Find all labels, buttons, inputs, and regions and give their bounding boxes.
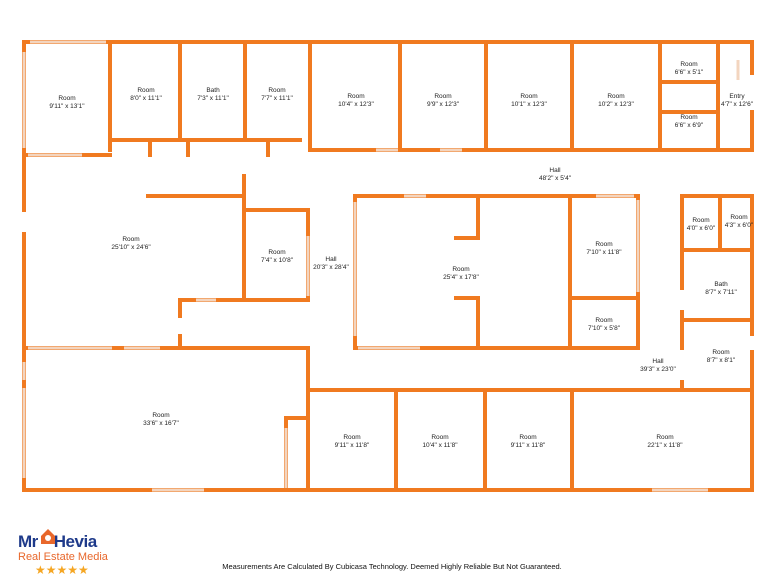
room-name: Room [58,95,76,102]
logo-name: Mr Hevia [18,532,97,552]
room-dims: 9'11" x 11'8" [510,442,546,449]
room-name: Bath [714,281,728,288]
room-name: Room [712,349,730,356]
room-name: Room [343,434,361,441]
room-name: Room [520,93,538,100]
room-name: Room [680,61,698,68]
room-dims: 33'6" x 16'7" [143,420,179,427]
room-name: Room [431,434,449,441]
room-dims: 6'6" x 5'1" [674,69,704,76]
logo-subtitle: Real Estate Media [18,551,108,563]
room-dims: 22'1" x 11'8" [647,442,683,449]
room-dims: 8'7" x 8'1" [706,357,736,364]
room-name: Room [452,266,470,273]
disclaimer-text: Measurements Are Calculated By Cubicasa … [222,562,562,571]
room-dims: 48'2" x 5'4" [538,175,572,182]
floor-plan [21,40,755,492]
room-dims: 10'1" x 12'3" [511,101,547,108]
room-dims: 7'4" x 10'8" [260,257,294,264]
room-dims: 10'4" x 12'3" [338,101,374,108]
room-dims: 7'3" x 11'1" [197,95,229,102]
room-name: Room [137,87,155,94]
room-dims: 4'0" x 6'0" [686,225,716,232]
room-name: Hall [652,358,664,365]
room-name: Hall [325,256,337,263]
room-name: Room [680,114,698,121]
room-dims: 10'4" x 11'8" [422,442,458,449]
room-dims: 8'7" x 7'11" [705,289,737,296]
logo-name-part2: Hevia [53,532,97,551]
room-name: Entry [729,93,745,100]
room-dims: 9'11" x 13'1" [49,103,85,110]
room-dims: 20'3" x 28'4" [313,264,349,271]
room-name: Room [595,317,613,324]
room-dims: 6'6" x 6'9" [674,122,704,129]
room-name: Room [595,241,613,248]
room-dims: 10'2" x 12'3" [598,101,634,108]
walls [22,40,754,492]
room-name: Room [730,214,748,221]
room-name: Room [122,236,140,243]
room-dims: 9'11" x 11'8" [334,442,370,449]
room-name: Room [692,217,710,224]
room-name: Room [268,87,286,94]
logo-stars: ★★★★★ [35,563,89,577]
door-openings [21,75,755,380]
room-name: Room [519,434,537,441]
room-name: Room [607,93,625,100]
room-dims: 4'3" x 6'0" [724,222,754,229]
room-dims: 39'3" x 23'0" [640,366,676,373]
room-dims: 4'7" x 12'6" [720,101,754,108]
house-icon [41,529,55,544]
room-name: Room [656,434,674,441]
room-dims: 7'10" x 11'8" [586,249,622,256]
room-name: Room [434,93,452,100]
logo-name-part1: Mr [18,532,38,551]
brand-logo: Mr Hevia Real Estate Media ★★★★★ [18,526,118,578]
room-name: Bath [206,87,220,94]
room-dims: 9'9" x 12'3" [426,101,460,108]
room-dims: 25'10" x 24'6" [111,244,151,251]
outer-wall [22,40,754,492]
room-name: Hall [549,167,561,174]
room-dims: 25'4" x 17'8" [443,274,479,281]
room-name: Room [347,93,365,100]
windows [22,40,740,492]
room-name: Room [268,249,286,256]
room-dims: 8'0" x 11'1" [130,95,162,102]
room-name: Room [152,412,170,419]
room-dims: 7'7" x 11'1" [261,95,293,102]
room-dims: 7'10" x 5'8" [587,325,621,332]
